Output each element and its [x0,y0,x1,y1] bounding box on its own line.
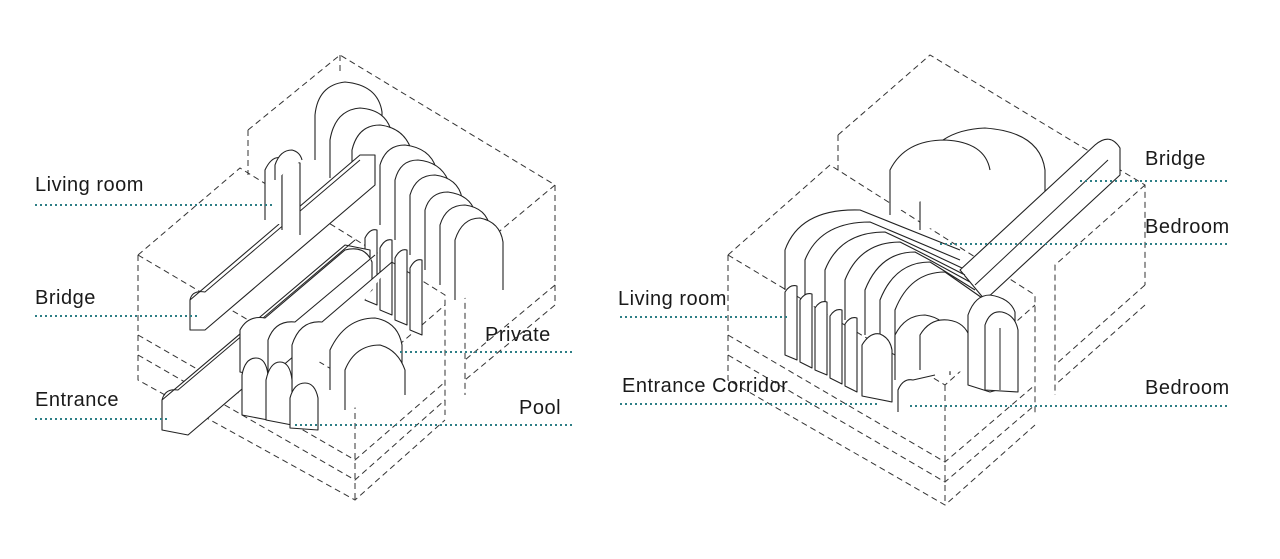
label-right-bridge: Bridge [1145,148,1206,170]
label-left-entrance: Entrance [35,389,119,411]
label-right-entrance-corridor: Entrance Corridor [622,375,788,397]
label-left-bridge: Bridge [35,287,96,309]
right-axonometric-drawing: Bridge Bedroom Living room Entrance Corr… [618,54,1230,506]
label-left-pool: Pool [519,397,561,419]
left-rear-envelope [247,54,556,395]
label-left-living-room: Living room [35,174,144,196]
left-volumes [161,81,504,436]
right-volumes [784,127,1121,412]
left-axonometric-drawing: Living room Bridge Entrance Private Pool [35,54,575,501]
label-right-living-room: Living room [618,288,727,310]
right-rear-envelope [837,54,1146,395]
label-right-bedroom-upper: Bedroom [1145,216,1230,238]
right-front-envelope [727,164,1036,506]
label-left-private: Private [485,324,551,346]
label-right-bedroom-lower: Bedroom [1145,377,1230,399]
